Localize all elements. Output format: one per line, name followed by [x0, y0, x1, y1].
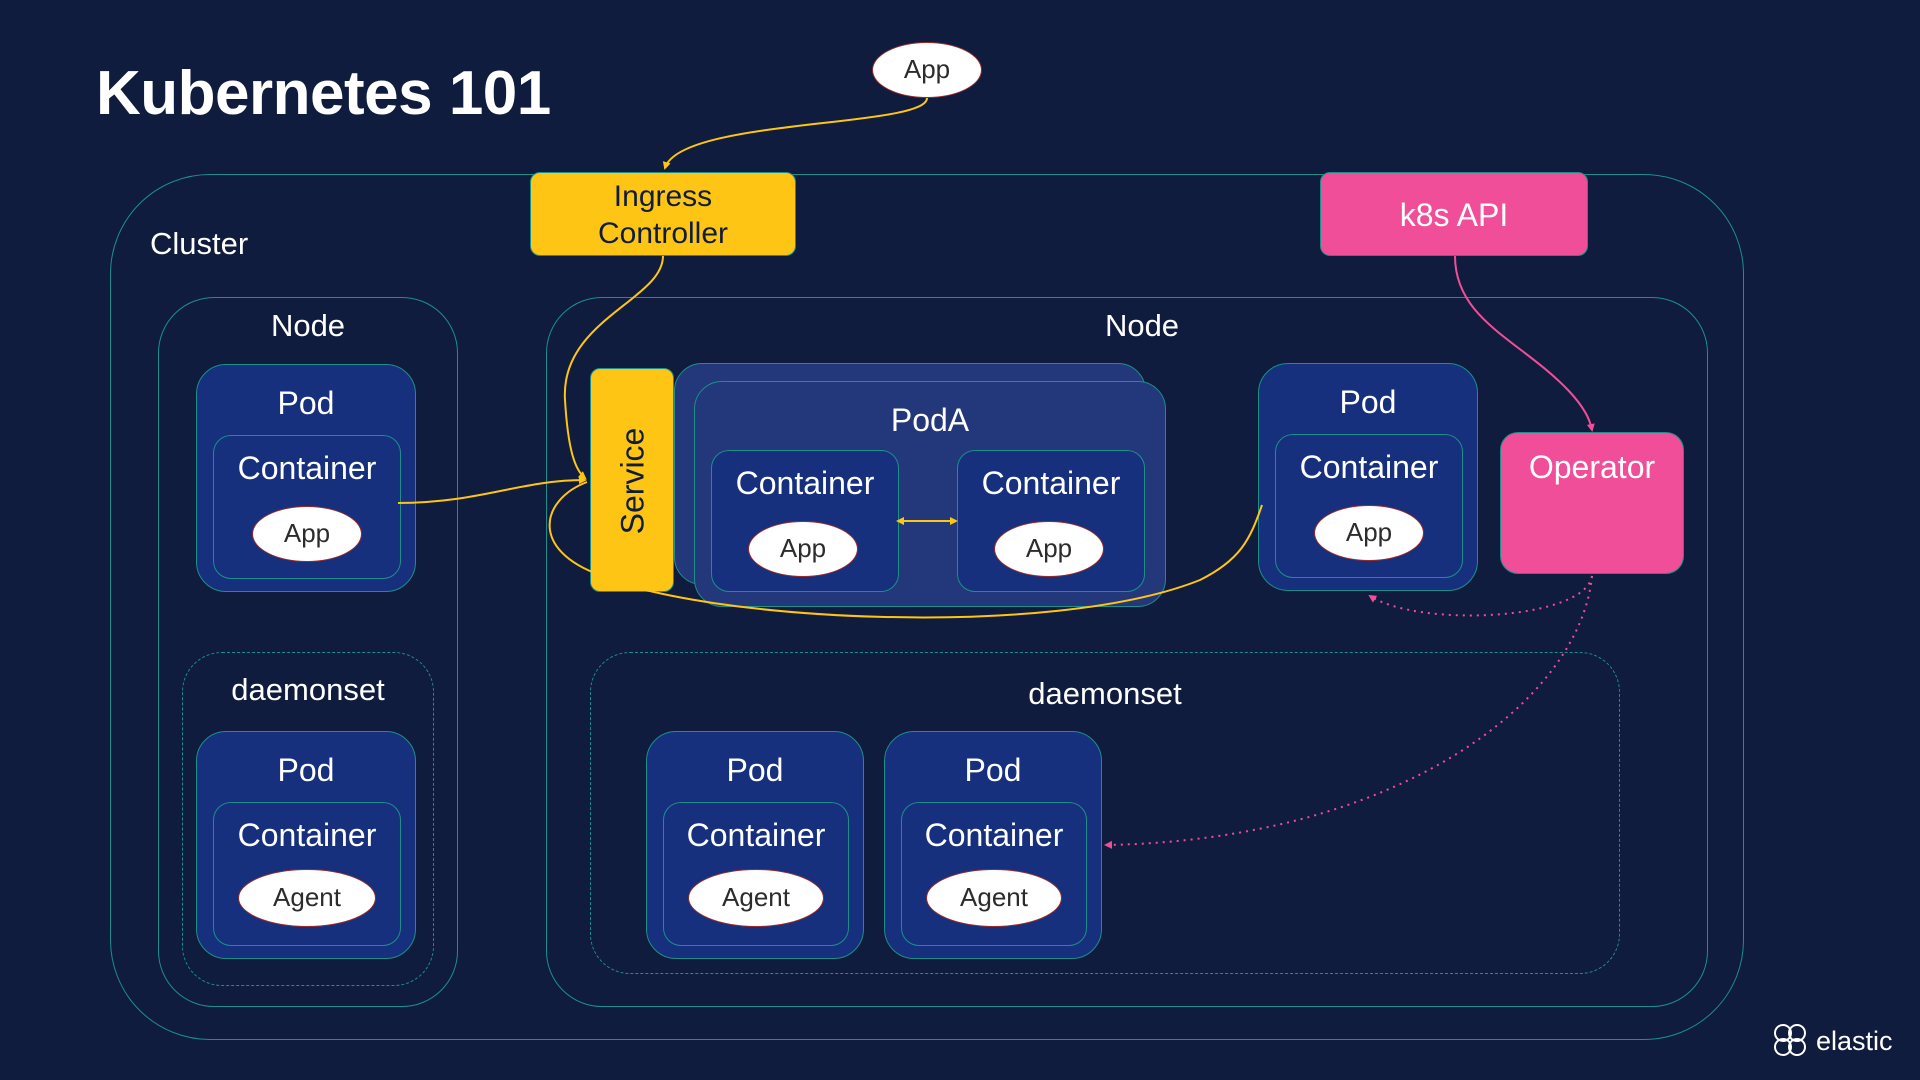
left-pod-to-service-line — [397, 476, 587, 504]
api-to-operator-line — [1454, 255, 1595, 432]
operator: Operator — [1500, 432, 1684, 574]
agent-oval: Agent — [688, 869, 824, 927]
right-daemonset-pod-1: Pod Container Agent — [646, 731, 864, 959]
page-title: Kubernetes 101 — [96, 59, 551, 128]
daemonset-container: Container Agent — [663, 802, 849, 946]
cluster-label: Cluster — [150, 226, 249, 261]
ingress-to-service-line — [563, 255, 664, 480]
app-oval: App — [1314, 505, 1424, 561]
left-pod-container: Container App — [213, 435, 401, 579]
service-to-right-pod-line — [548, 481, 1263, 619]
pod-label: Pod — [726, 752, 784, 788]
cluster-boundary — [110, 174, 1744, 1040]
service: Service — [590, 368, 674, 592]
daemonset-container: Container Agent — [213, 802, 401, 946]
right-daemonset-pod-2: Pod Container Agent — [884, 731, 1102, 959]
left-pod-label: Pod — [277, 385, 335, 421]
left-pod: Pod Container App — [196, 364, 416, 592]
app-oval: App — [252, 506, 362, 562]
left-daemonset-pod: Pod Container Agent — [196, 731, 416, 959]
right-pod-container: Container App — [1275, 434, 1463, 578]
left-node-label: Node — [270, 308, 346, 343]
elastic-logo-icon — [1770, 1020, 1810, 1060]
right-pod-label: Pod — [1339, 384, 1397, 420]
poda: PodA Container App Container App — [694, 381, 1166, 607]
ingress-label-line1: Ingress — [613, 180, 713, 213]
app-oval: App — [748, 521, 858, 577]
operator-to-pod-line — [1368, 575, 1593, 617]
container-label: Container — [981, 465, 1121, 501]
poda-label: PodA — [890, 402, 970, 438]
container-label: Container — [735, 465, 875, 501]
container-label: Container — [924, 817, 1064, 853]
operator-to-daemonset-line — [1104, 575, 1593, 849]
right-daemonset — [590, 652, 1620, 974]
ingress-label-line2: Controller — [597, 217, 729, 250]
right-node-label: Node — [1104, 308, 1180, 343]
app-oval: App — [994, 521, 1104, 577]
container-label: Container — [237, 817, 377, 853]
poda-container-1: Container App — [711, 450, 899, 592]
ingress-controller: Ingress Controller — [530, 172, 796, 256]
app-to-ingress-line — [662, 97, 928, 170]
daemonset-container: Container Agent — [901, 802, 1087, 946]
container-label: Container — [237, 450, 377, 486]
left-node — [158, 297, 458, 1007]
agent-oval: Agent — [926, 869, 1062, 927]
k8s-api: k8s API — [1320, 172, 1588, 256]
external-app-oval: App — [872, 42, 982, 98]
pod-label: Pod — [964, 752, 1022, 788]
pod-label: Pod — [277, 752, 335, 788]
left-daemonset — [182, 652, 434, 986]
container-label: Container — [1299, 449, 1439, 485]
container-label: Container — [686, 817, 826, 853]
right-node — [546, 297, 1708, 1007]
left-daemonset-label: daemonset — [231, 672, 385, 707]
elastic-logo-text: elastic — [1816, 1026, 1893, 1056]
right-daemonset-label: daemonset — [1028, 676, 1182, 711]
right-pod: Pod Container App — [1258, 363, 1478, 591]
operator-label: Operator — [1528, 449, 1656, 485]
agent-oval: Agent — [238, 869, 376, 927]
